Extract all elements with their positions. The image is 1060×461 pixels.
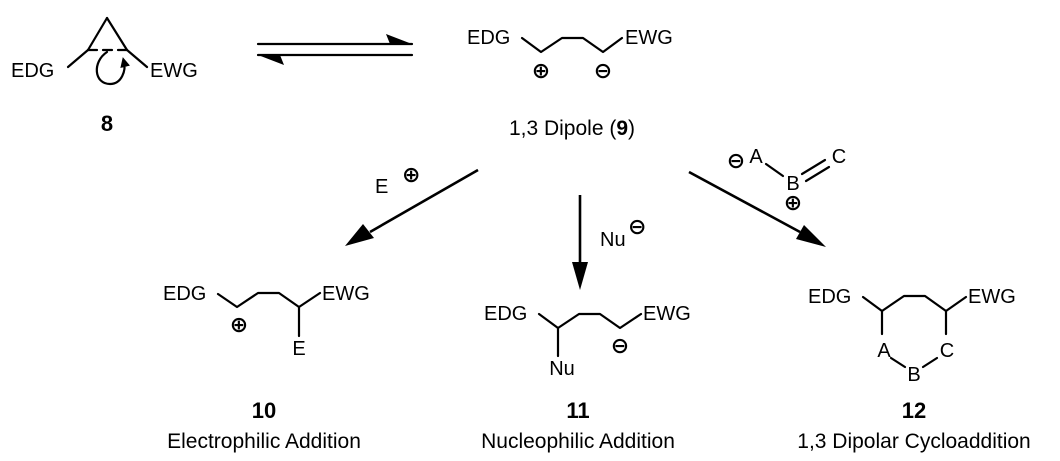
product-11: EDG EWG Nu ⊖ 11 Nucleophilic Addition: [481, 303, 691, 453]
compound-number-8: 8: [101, 111, 113, 136]
product-10: EDG EWG ⊕ E 10 Electrophilic Addition: [163, 283, 370, 453]
bond-a-b: [764, 162, 785, 178]
dipole-reagent-a: A: [749, 146, 763, 168]
bond-b-c: [921, 356, 939, 369]
forward-arrow-head: [386, 34, 412, 44]
bond-c3-c2: [105, 16, 129, 52]
dipole-reagent-b: B: [786, 173, 799, 195]
edg-label: EDG: [163, 283, 206, 305]
ewg-label: EWG: [322, 283, 370, 305]
curly-arrow: [95, 50, 131, 86]
bond-edg-c1: [66, 48, 90, 69]
arrow-head-to-12: [796, 225, 826, 247]
nucleophile-reagent: Nu ⊖: [600, 214, 646, 251]
dipole-reagent-plus-charge: ⊕: [784, 190, 802, 215]
product-10-caption: Electrophilic Addition: [167, 430, 361, 453]
product-12-caption: 1,3 Dipolar Cycloaddition: [797, 430, 1030, 453]
minus-charge: ⊖: [594, 58, 612, 83]
dipole-chain: [520, 36, 624, 54]
arrow-head-to-10: [345, 224, 374, 246]
ring-top: [880, 294, 948, 313]
dipole-reagent-c: C: [832, 146, 846, 168]
compound-number-12: 12: [902, 398, 926, 423]
bond-c2-ewg: [125, 48, 149, 69]
dipole-reagent: ⊖ A B C ⊕: [727, 146, 846, 215]
electrophile-label: E: [375, 176, 388, 198]
reaction-arrows: [345, 168, 826, 290]
dipole-9: EDG EWG ⊕ ⊖ 1,3 Dipole (9): [467, 27, 673, 140]
arrow-to-12: [688, 170, 801, 234]
ewg-label: EWG: [643, 303, 691, 325]
ring-atom-a: A: [877, 340, 891, 362]
product-10-chain: [216, 291, 322, 309]
bond-a-b: [889, 356, 907, 369]
bond-b-c-1: [800, 158, 827, 176]
electrophile-substituent: E: [292, 338, 305, 360]
edg-label: EDG: [484, 303, 527, 325]
equilibrium-arrows: [256, 34, 414, 65]
arrow-to-10: [369, 168, 479, 234]
dipole-caption: 1,3 Dipole (9): [509, 117, 635, 140]
bond-b-c-2: [804, 165, 831, 183]
edg-label: EDG: [11, 60, 54, 82]
ring-atom-b: B: [907, 364, 920, 386]
compound-number-11: 11: [566, 398, 589, 423]
ewg-label: EWG: [625, 27, 673, 49]
edg-label: EDG: [808, 286, 851, 308]
minus-charge: ⊖: [611, 333, 629, 358]
ring-atom-c: C: [940, 340, 954, 362]
product-12: EDG EWG A B C 12 1,3 Dipolar Cycloadditi…: [797, 286, 1030, 453]
nucleophile-label: Nu: [600, 229, 626, 251]
nucleophile-minus-charge: ⊖: [628, 214, 646, 239]
product-11-caption: Nucleophilic Addition: [481, 430, 675, 453]
ewg-label: EWG: [150, 60, 198, 82]
compound-number-10: 10: [252, 398, 276, 423]
arrow-head-to-11: [572, 262, 588, 290]
bond-c1-c3: [86, 16, 109, 52]
edg-label: EDG: [467, 27, 510, 49]
reverse-arrow-head: [258, 55, 284, 65]
bond-ring-ewg: [944, 295, 968, 313]
product-11-chain: [537, 312, 643, 330]
plus-charge: ⊕: [532, 58, 550, 83]
cyclopropane-8: EDG EWG 8: [11, 16, 198, 136]
plus-charge: ⊕: [230, 312, 248, 337]
nucleophile-substituent: Nu: [549, 358, 575, 380]
bond-edg-ring: [861, 295, 884, 313]
ewg-label: EWG: [968, 286, 1016, 308]
electrophile-plus-charge: ⊕: [402, 162, 420, 187]
dipole-reagent-minus-charge: ⊖: [727, 148, 745, 173]
electrophile-reagent: E ⊕: [375, 162, 420, 198]
